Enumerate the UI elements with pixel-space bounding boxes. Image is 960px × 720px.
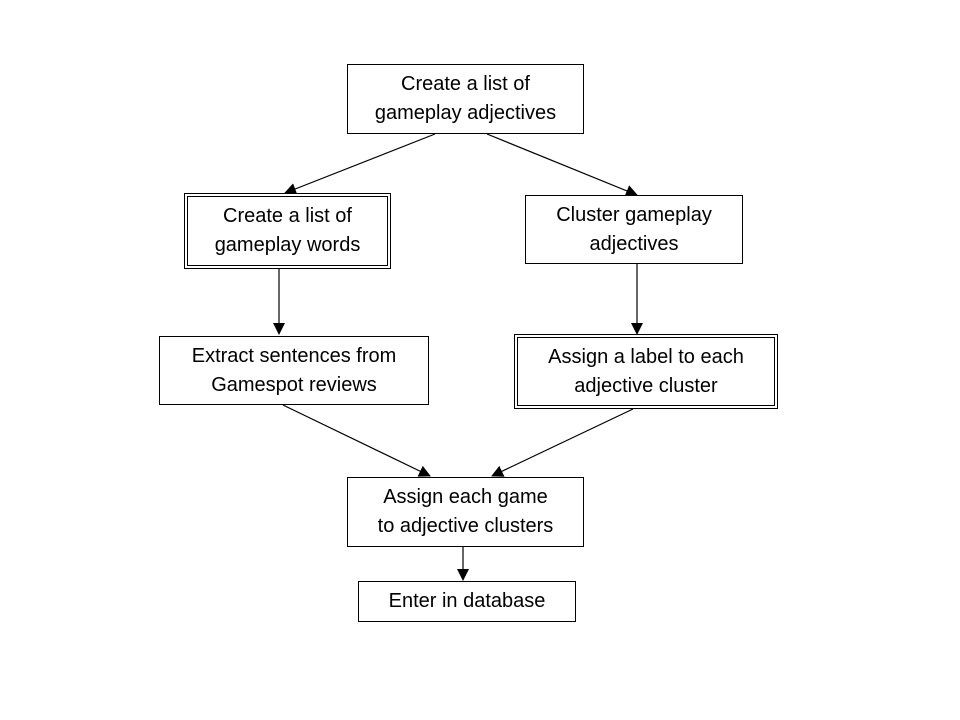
node-cluster-gameplay-adjectives-line2: adjectives [589,232,679,255]
node-create-gameplay-words: Create a list of gameplay words [184,193,391,269]
node-create-gameplay-words-line2: gameplay words [214,234,361,256]
arrow-label-to-assign [491,408,634,477]
node-assign-cluster-label-line1: Assign a label to each [548,345,744,368]
node-cluster-gameplay-adjectives-line1: Cluster gameplay [556,203,712,226]
node-assign-cluster-label: Assign a label to each adjective cluster [514,334,778,409]
node-assign-each-game-line1: Assign each game [383,486,548,508]
node-extract-sentences-line2: Gamespot reviews [211,373,377,396]
node-assign-each-game-line2: to adjective clusters [377,515,554,537]
node-create-gameplay-adjectives-line1: Create a list of [401,73,530,95]
arrow-adjectives-to-words [284,133,436,195]
node-create-gameplay-words-line1: Create a list of [223,205,352,227]
node-enter-database-line1: Enter in database [388,590,546,612]
node-enter-database: Enter in database [358,581,576,622]
arrow-extract-to-assign [282,404,431,477]
node-create-gameplay-adjectives: Create a list of gameplay adjectives [347,64,584,134]
node-assign-cluster-label-line2: adjective cluster [574,374,718,397]
node-cluster-gameplay-adjectives: Cluster gameplay adjectives [525,195,743,264]
node-create-gameplay-adjectives-line2: gameplay adjectives [374,102,557,124]
node-assign-each-game: Assign each game to adjective clusters [347,477,584,547]
arrow-adjectives-to-cluster [486,133,638,197]
node-extract-sentences-line1: Extract sentences from [191,344,397,367]
node-extract-sentences: Extract sentences from Gamespot reviews [159,336,429,405]
